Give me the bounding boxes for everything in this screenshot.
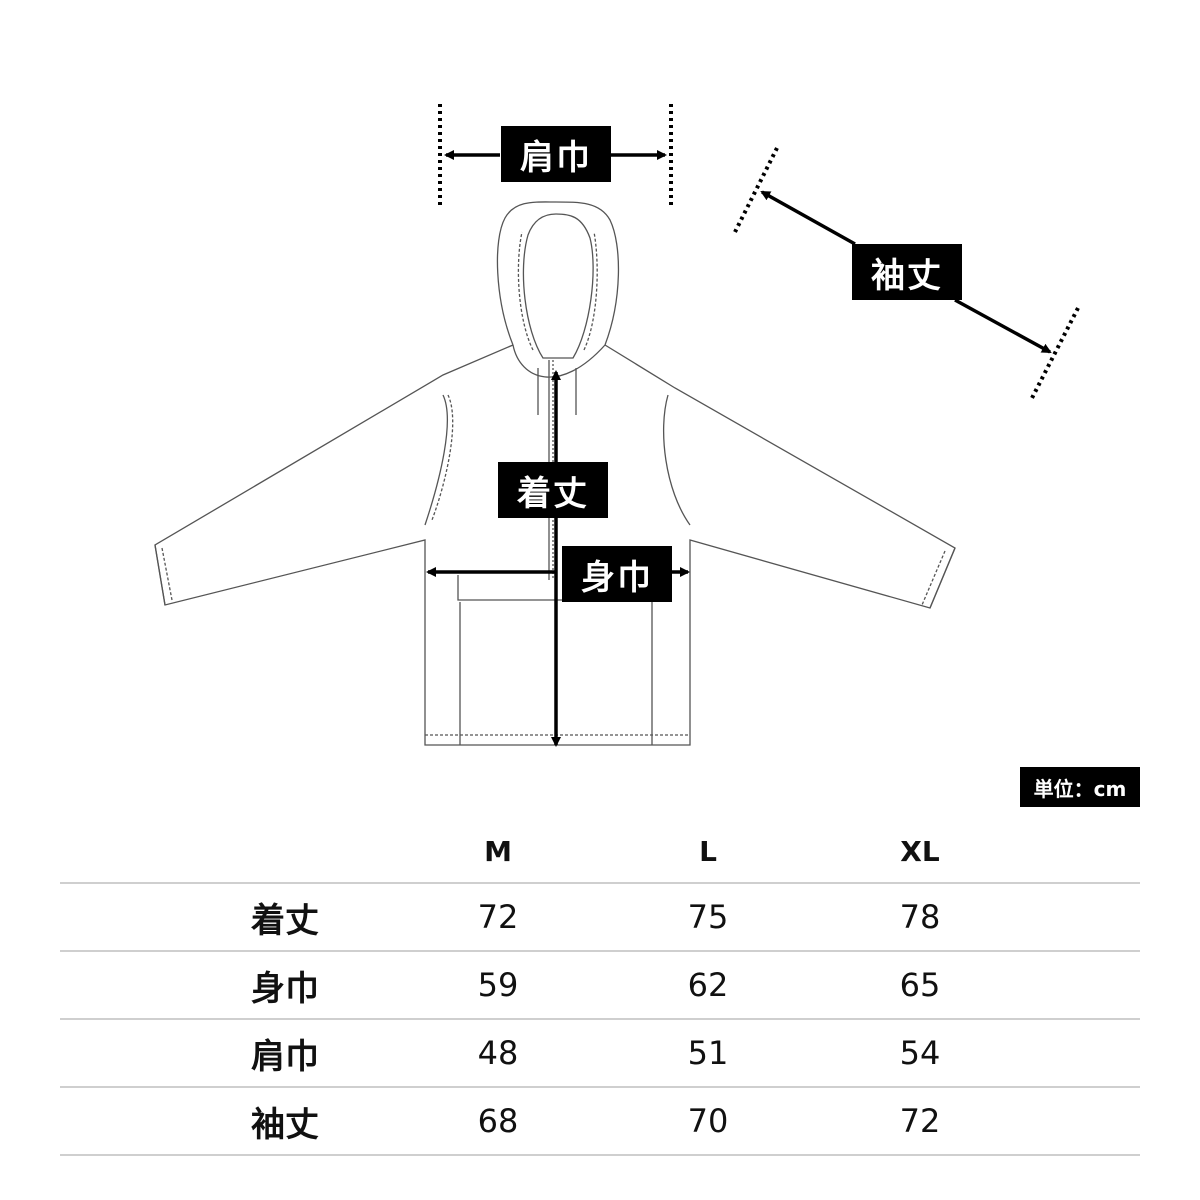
unit-label: 単位：cm xyxy=(1020,767,1140,807)
table-row: 肩巾 48 51 54 xyxy=(60,1018,1140,1086)
cell-xl: 72 xyxy=(899,1102,941,1140)
table-header-row: M L XL xyxy=(60,820,1140,882)
cell-l: 75 xyxy=(687,898,729,936)
cell-l: 51 xyxy=(687,1034,729,1072)
hoodie-outline-illustration xyxy=(154,104,1080,747)
cell-l: 70 xyxy=(687,1102,729,1140)
size-table: M L XL 着丈 72 75 78 身巾 59 62 65 肩巾 48 51 … xyxy=(60,820,1140,1156)
cell-xl: 65 xyxy=(899,966,941,1004)
cell-m: 48 xyxy=(477,1034,519,1072)
row-label: 身巾 xyxy=(251,968,319,1009)
sleeve-length-label: 袖丈 xyxy=(852,244,962,300)
cell-m: 72 xyxy=(477,898,519,936)
body-width-label: 身巾 xyxy=(562,546,672,602)
cell-m: 59 xyxy=(477,966,519,1004)
cell-l: 62 xyxy=(687,966,729,1004)
row-label: 着丈 xyxy=(251,900,319,941)
cell-xl: 54 xyxy=(899,1034,941,1072)
column-header-m: M xyxy=(484,834,512,868)
row-label: 肩巾 xyxy=(251,1036,319,1077)
table-row: 身巾 59 62 65 xyxy=(60,950,1140,1018)
body-length-label: 着丈 xyxy=(498,462,608,518)
garment-diagram: 肩巾 袖丈 着丈 身巾 xyxy=(154,104,1080,747)
column-header-l: L xyxy=(699,834,717,868)
column-header-xl: XL xyxy=(900,834,940,868)
cell-xl: 78 xyxy=(899,898,941,936)
cell-m: 68 xyxy=(477,1102,519,1140)
shoulder-width-label: 肩巾 xyxy=(501,126,611,182)
table-row: 袖丈 68 70 72 xyxy=(60,1086,1140,1156)
table-row: 着丈 72 75 78 xyxy=(60,882,1140,950)
row-label: 袖丈 xyxy=(251,1104,319,1145)
